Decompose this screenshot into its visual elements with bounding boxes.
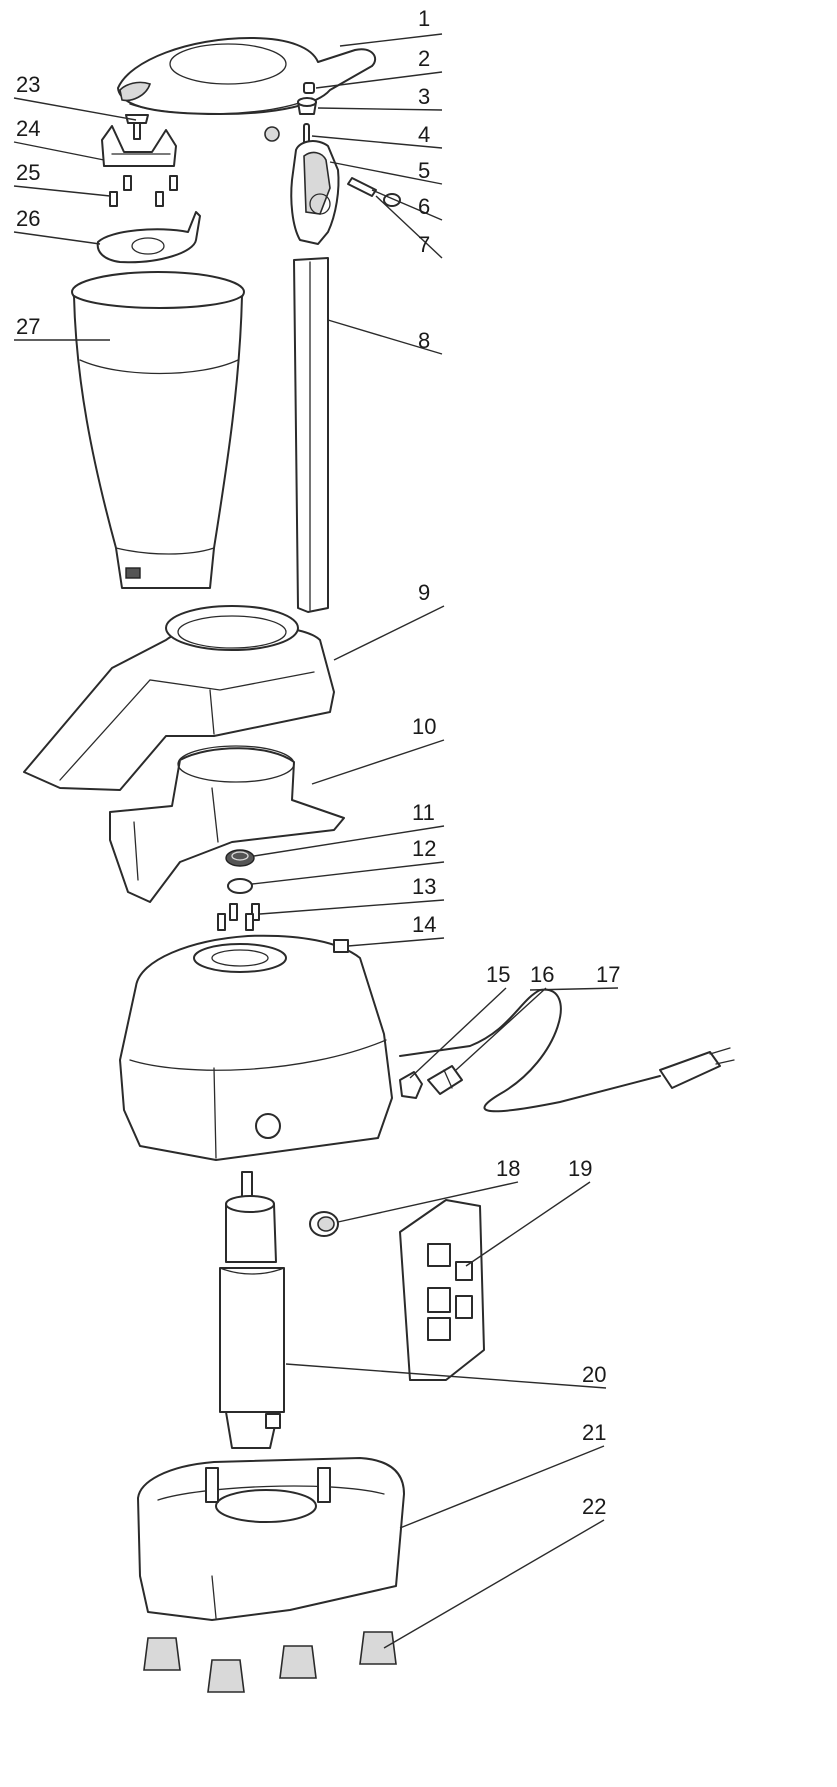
- part-power-cord: [399, 988, 735, 1113]
- part-small-plug: [303, 82, 315, 94]
- callout-16: 16: [530, 962, 554, 987]
- callout-13: 13: [412, 874, 436, 899]
- part-blade: [101, 125, 177, 167]
- part-mounting-plate: [96, 211, 201, 264]
- callout-24: 24: [16, 116, 40, 141]
- part-base: [137, 1457, 405, 1621]
- part-feet: [143, 1631, 397, 1693]
- callout-5: 5: [418, 158, 430, 183]
- callout-27: 27: [16, 314, 40, 339]
- callout-11: 11: [412, 800, 435, 825]
- callout-1: 1: [418, 6, 430, 31]
- callout-6: 6: [418, 194, 430, 219]
- callout-20: 20: [582, 1362, 606, 1387]
- callout-23: 23: [16, 72, 40, 97]
- callout-8: 8: [418, 328, 430, 353]
- callout-25: 25: [16, 160, 40, 185]
- callout-7: 7: [418, 232, 430, 257]
- part-jar: [71, 271, 245, 589]
- part-circuit-board: [399, 1199, 485, 1381]
- part-lid: [117, 37, 377, 115]
- part-motor: [219, 1171, 285, 1449]
- part-small-screws: [109, 175, 178, 207]
- part-base-shield: [109, 745, 345, 903]
- callout-21: 21: [582, 1420, 606, 1445]
- part-washer: [227, 878, 253, 894]
- callout-2: 2: [418, 46, 430, 71]
- callout-15: 15: [486, 962, 510, 987]
- callout-19: 19: [568, 1156, 592, 1181]
- part-motor-housing: [119, 934, 393, 1161]
- part-switch: [309, 1211, 339, 1237]
- callout-3: 3: [418, 84, 430, 109]
- callout-18: 18: [496, 1156, 520, 1181]
- part-chute-housing: [23, 605, 335, 791]
- callout-17: 17: [596, 962, 620, 987]
- callout-12: 12: [412, 836, 436, 861]
- part-column-tube: [293, 257, 329, 613]
- callout-22: 22: [582, 1494, 606, 1519]
- part-hinge-pin: [347, 177, 377, 197]
- callout-9: 9: [418, 580, 430, 605]
- part-hinge-arm: [264, 126, 340, 245]
- part-cap: [297, 97, 317, 115]
- callout-14: 14: [412, 912, 436, 937]
- callout-10: 10: [412, 714, 436, 739]
- part-screws-mid: [217, 903, 260, 931]
- callout-26: 26: [16, 206, 40, 231]
- leader-lines: [13, 33, 619, 1649]
- part-cord-nut: [399, 1071, 423, 1099]
- part-screw-top: [125, 114, 149, 140]
- part-seal: [225, 849, 255, 867]
- callout-4: 4: [418, 122, 430, 147]
- callout-labels: 1 2 3 4 5 6 7 8 9 10 11 12 13 14 15 16 1…: [16, 6, 620, 1519]
- part-strain-relief: [427, 1065, 463, 1095]
